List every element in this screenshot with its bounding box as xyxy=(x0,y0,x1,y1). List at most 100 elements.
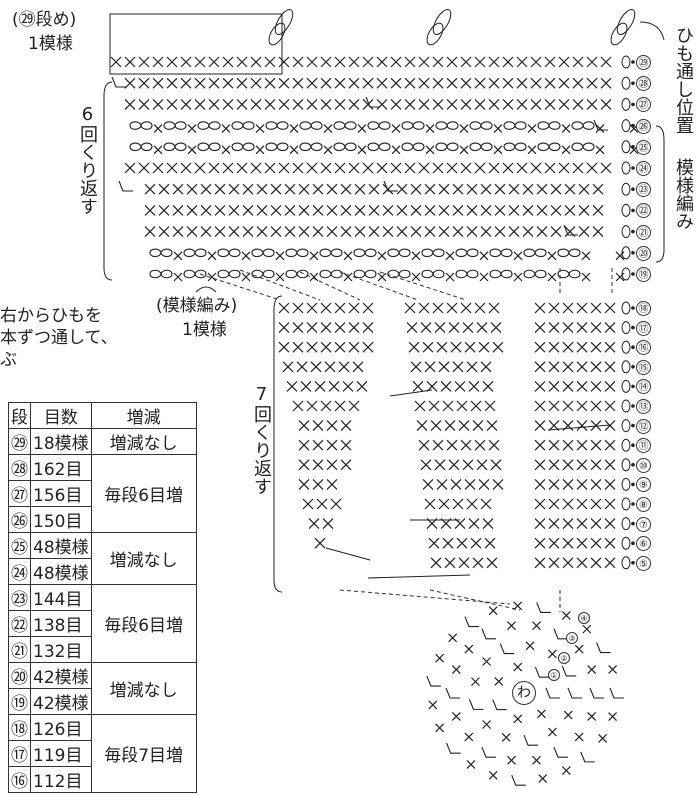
single-crochet-mark xyxy=(478,478,490,490)
single-crochet-mark xyxy=(488,606,498,616)
single-crochet-mark xyxy=(464,478,476,490)
single-crochet-mark xyxy=(158,226,170,238)
single-crochet-mark xyxy=(480,204,492,216)
single-crochet-mark xyxy=(462,459,474,471)
single-crochet-mark xyxy=(608,664,618,674)
increase-mark xyxy=(492,699,507,711)
single-crochet-mark xyxy=(221,145,231,155)
increase-mark xyxy=(111,76,126,88)
row-number: ㉒ xyxy=(636,203,651,219)
row-number: ⑱ xyxy=(636,301,651,316)
single-crochet-mark xyxy=(572,56,584,68)
single-crochet-mark xyxy=(255,124,265,134)
single-crochet-mark xyxy=(450,478,462,490)
single-crochet-mark xyxy=(326,183,338,195)
change-cell: 増減なし xyxy=(90,662,197,715)
single-crochet-mark xyxy=(472,420,484,432)
dot-mark xyxy=(631,166,635,170)
single-crochet-mark xyxy=(320,341,332,353)
single-crochet-mark xyxy=(468,380,480,392)
center-row-number: ③ xyxy=(566,632,578,644)
chain-mark xyxy=(621,321,631,335)
cluster-mark xyxy=(353,248,377,258)
header-count: 目数 xyxy=(30,402,92,429)
single-crochet-mark xyxy=(458,420,470,432)
cluster-mark xyxy=(217,248,241,258)
single-crochet-mark xyxy=(548,400,560,412)
single-crochet-mark xyxy=(376,98,388,110)
repeat-6-label: 6回くり返す xyxy=(77,104,98,215)
single-crochet-mark xyxy=(479,251,489,261)
single-crochet-mark xyxy=(422,341,434,353)
single-crochet-mark xyxy=(548,498,560,510)
single-crochet-mark xyxy=(460,77,472,89)
repeat-bracket xyxy=(273,295,283,593)
single-crochet-mark xyxy=(576,478,588,490)
one-pattern-label: 1模様 xyxy=(28,34,73,54)
single-crochet-mark xyxy=(420,322,432,334)
single-crochet-mark xyxy=(342,380,354,392)
increase-mark xyxy=(609,687,624,699)
single-crochet-mark xyxy=(357,145,367,155)
row-cell: ㉑ xyxy=(8,636,31,663)
pattern-highlight-box xyxy=(109,13,283,75)
single-crochet-mark xyxy=(144,183,156,195)
single-crochet-mark xyxy=(348,341,360,353)
single-crochet-mark xyxy=(124,56,136,68)
dot-mark xyxy=(631,123,635,128)
single-crochet-mark xyxy=(242,204,254,216)
single-crochet-mark xyxy=(488,770,498,780)
chain-mark xyxy=(621,203,631,217)
chain-mark xyxy=(621,340,631,354)
single-crochet-mark xyxy=(534,537,546,549)
single-crochet-mark xyxy=(275,251,285,261)
cluster-mark xyxy=(523,269,547,279)
single-crochet-mark xyxy=(564,204,576,216)
chain-mark xyxy=(621,225,631,239)
stitch-line xyxy=(325,547,371,561)
single-crochet-mark xyxy=(270,226,282,238)
single-crochet-mark xyxy=(436,478,448,490)
cluster-mark xyxy=(197,142,221,152)
single-crochet-mark xyxy=(418,98,430,110)
single-crochet-mark xyxy=(326,204,338,216)
chain-mark xyxy=(621,182,631,196)
single-crochet-mark xyxy=(424,498,436,510)
single-crochet-mark xyxy=(538,774,548,783)
single-crochet-mark xyxy=(343,272,353,282)
cluster-mark xyxy=(197,121,221,130)
single-crochet-mark xyxy=(586,162,598,174)
count-cell: 42模様 xyxy=(30,688,92,715)
single-crochet-mark xyxy=(310,361,322,373)
single-crochet-mark xyxy=(576,380,588,392)
cluster-mark xyxy=(265,142,289,152)
single-crochet-mark xyxy=(357,124,367,134)
single-crochet-mark xyxy=(534,478,546,490)
dot-mark xyxy=(631,325,635,330)
single-crochet-mark xyxy=(438,498,450,510)
single-crochet-mark xyxy=(547,251,557,261)
single-crochet-mark xyxy=(236,56,248,68)
single-crochet-mark xyxy=(408,341,420,353)
single-crochet-mark xyxy=(292,77,304,89)
single-crochet-mark xyxy=(390,77,402,89)
single-crochet-mark xyxy=(256,226,268,238)
single-crochet-mark xyxy=(590,341,602,353)
single-crochet-mark xyxy=(494,677,504,686)
chain-mark xyxy=(621,556,631,570)
single-crochet-mark xyxy=(576,557,588,569)
single-crochet-mark xyxy=(322,518,334,530)
single-crochet-mark xyxy=(564,183,576,195)
single-crochet-mark xyxy=(424,226,436,238)
single-crochet-mark xyxy=(312,439,324,451)
single-crochet-mark xyxy=(432,162,444,174)
single-crochet-mark xyxy=(435,723,445,733)
single-crochet-mark xyxy=(466,226,478,238)
single-crochet-mark xyxy=(289,145,299,155)
single-crochet-mark xyxy=(152,56,164,68)
single-crochet-mark xyxy=(460,98,472,110)
increase-mark xyxy=(446,742,461,754)
single-crochet-mark xyxy=(348,77,360,89)
